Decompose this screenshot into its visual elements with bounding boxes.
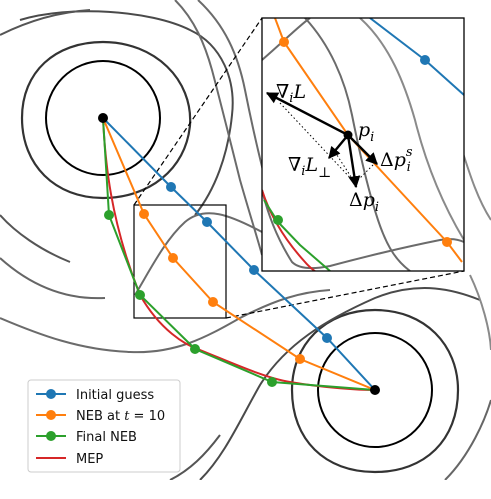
inset-neb-marker: [442, 237, 452, 247]
marker: [139, 209, 149, 219]
contour-ring: [199, 287, 481, 480]
inset-final-path: [263, 199, 331, 271]
start-point: [98, 113, 108, 123]
contour-line: [461, 149, 491, 221]
contour-ring: [0, 257, 106, 300]
contour-line: [197, 0, 269, 191]
contour-ring: [444, 399, 491, 480]
marker: [190, 344, 200, 354]
legend-item-mep: MEP: [36, 452, 103, 467]
marker: [322, 333, 332, 343]
contour-line: [0, 289, 331, 354]
marker: [295, 354, 305, 364]
initial-guess-path: [102, 117, 376, 391]
step-arrow: [346, 134, 361, 189]
final-neb-path: [102, 117, 376, 391]
legend-label: Initial guess: [76, 388, 154, 403]
neb-t10-path: [102, 117, 376, 391]
inset-contour: [304, 18, 411, 271]
marker: [166, 182, 176, 192]
marker: [135, 290, 145, 300]
zoom-connector-top: [133, 17, 263, 206]
final-neb-markers: [104, 210, 277, 387]
inset-final-marker: [273, 215, 283, 225]
contour-ring: [19, 10, 234, 216]
legend: Initial guess NEB at t = 10 Final NEB ME…: [27, 379, 181, 473]
marker: [208, 297, 218, 307]
marker: [249, 265, 259, 275]
spring-step-arrow: [347, 134, 378, 165]
zoom-region-box: [133, 204, 227, 319]
gradient-arrow: [265, 91, 349, 137]
marker: [104, 210, 114, 220]
marker: [202, 217, 212, 227]
inset-neb-marker: [279, 37, 289, 47]
inset-background: [262, 18, 464, 271]
legend-item-initial: Initial guess: [36, 388, 154, 403]
inset-border: [261, 17, 465, 272]
legend-item-final: Final NEB: [36, 430, 137, 445]
label-gradient-perp: ∇iL⊥: [288, 154, 331, 181]
contour-line: [174, 0, 263, 256]
contour-ring: [169, 434, 221, 480]
neb-t10-markers: [139, 209, 305, 364]
marker: [168, 253, 178, 263]
legend-label: NEB at t = 10: [76, 409, 165, 424]
contour-ring: [0, 214, 71, 263]
label-gradient: ∇iL: [276, 81, 306, 106]
inset-initial-marker: [420, 55, 430, 65]
contour-ring: [0, 9, 91, 36]
legend-item-neb: NEB at t = 10: [36, 409, 165, 424]
gradient-perp-arrow: [328, 134, 349, 159]
contour-line: [134, 212, 263, 296]
label-point: pi: [358, 119, 374, 145]
contour-ring: [20, 40, 192, 200]
marker: [267, 377, 277, 387]
zoom-connector-bottom: [225, 270, 465, 319]
label-step: Δpi: [349, 189, 379, 215]
legend-label: MEP: [76, 452, 103, 467]
point-pi: [343, 130, 353, 140]
contour-line: [469, 274, 491, 351]
legend-label: Final NEB: [76, 430, 137, 445]
legend-box: [27, 379, 181, 473]
contour-ring: [45, 60, 161, 176]
inset-contour: [359, 18, 464, 241]
end-point: [370, 385, 380, 395]
initial-guess-markers: [166, 182, 332, 343]
contour-ring: [317, 332, 433, 448]
